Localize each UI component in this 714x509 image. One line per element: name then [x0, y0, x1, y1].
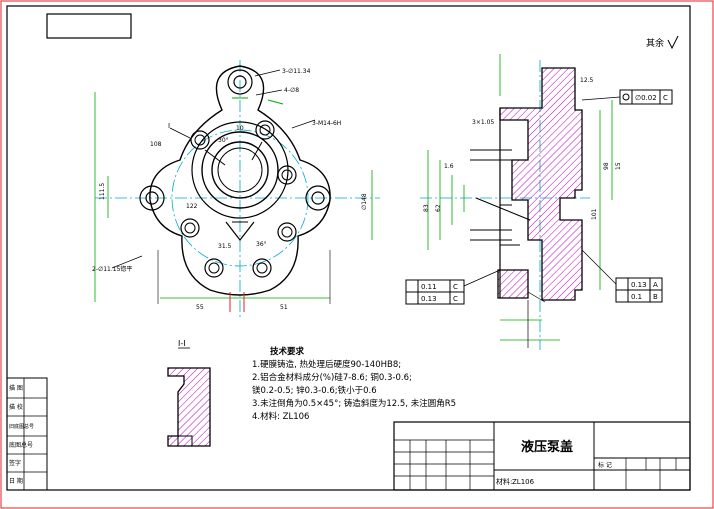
dim-122: 122 [186, 203, 198, 210]
tech-req-line-3: 镁0.2-0.5; 锌0.3-0.6;铁小于0.6 [252, 386, 377, 396]
corner-note: 其余 [646, 37, 664, 49]
material-label: 材料: [496, 477, 512, 486]
dim-thread: 3-M14-6H [312, 120, 341, 127]
dim-98: 98 [603, 162, 610, 170]
material-value: ZL106 [512, 478, 535, 486]
dim-flat: 2-∅11.15锪平 [92, 265, 132, 273]
dim-148: ∅148 [361, 193, 368, 210]
dim-12-5: 12.5 [580, 77, 594, 84]
roughness-symbol [667, 35, 679, 50]
label-biaoji: 标 记 [598, 461, 612, 469]
dim-i: I [168, 122, 170, 130]
dim-10: 10 [236, 125, 244, 132]
dim-15: 15 [615, 162, 622, 170]
left-table-row-2: 旧底图总号 [9, 423, 34, 430]
technical-requirements: 技术要求 1.硬膜铸造, 热处理后硬度90-140HB8; 2.铝合金材料成分(… [252, 346, 492, 424]
dim-51: 51 [280, 304, 288, 311]
tol-b-right: B [653, 293, 658, 301]
dim-hole-4: 4-∅8 [284, 87, 299, 94]
dim-83: 83 [423, 204, 430, 212]
dim-1-6: 1.6 [444, 163, 454, 170]
angle-36: 36° [256, 241, 267, 248]
tech-req-line-2: 2.铝合金材料成分(%)硅7-8.6; 铜0.3-0.6; [252, 373, 412, 383]
title-block [393, 421, 691, 491]
left-table-row-4: 签字 [9, 459, 21, 467]
dim-3x: 3×1.05 [472, 119, 494, 126]
left-table-row-1: 描 校 [9, 403, 23, 411]
tech-req-line-4: 3.未注倒角为0.5×45°; 铸造斜度为12.5, 未注圆角R5 [252, 399, 457, 409]
left-table-row-3: 底图总号 [9, 441, 33, 449]
tol-013-right: 0.13 [631, 281, 647, 289]
tol-013-left: 0.13 [421, 295, 437, 303]
angle-30: 30° [218, 137, 229, 144]
side-section-view [405, 54, 673, 350]
dim-101: 101 [591, 208, 598, 220]
dim-31: 31.5 [218, 243, 232, 250]
dim-108: 108 [150, 141, 162, 148]
section-i-view [167, 367, 211, 447]
dim-hole-3: 3-∅11.34 [282, 68, 311, 75]
left-table-row-5: 日 期 [9, 477, 23, 485]
inner-frame [6, 5, 691, 491]
tol-c-left-2: C [453, 295, 458, 303]
tech-req-title: 技术要求 [270, 347, 305, 357]
drawing-number-box [46, 13, 132, 39]
left-record-table [6, 377, 48, 491]
dim-111: 111.5 [99, 183, 106, 200]
tech-req-line-5: 4.材料: ZL106 [252, 412, 310, 422]
tol-a-right: A [653, 281, 658, 289]
tech-req-line-1: 1.硬膜铸造, 热处理后硬度90-140HB8; [252, 360, 402, 370]
tol-c-left: C [453, 283, 458, 291]
front-view [94, 60, 380, 318]
tol-007: ∅0.02 [635, 94, 657, 102]
dim-55: 55 [196, 304, 204, 311]
dim-62: 62 [435, 204, 442, 212]
tol-011-left: 0.11 [421, 283, 437, 291]
section-label: I-I [178, 339, 186, 348]
part-name: 液压泵盖 [521, 439, 573, 455]
left-table-row-0: 描 图 [9, 384, 23, 392]
tol-01-right: 0.1 [631, 293, 642, 301]
tol-c-top: C [663, 94, 668, 102]
